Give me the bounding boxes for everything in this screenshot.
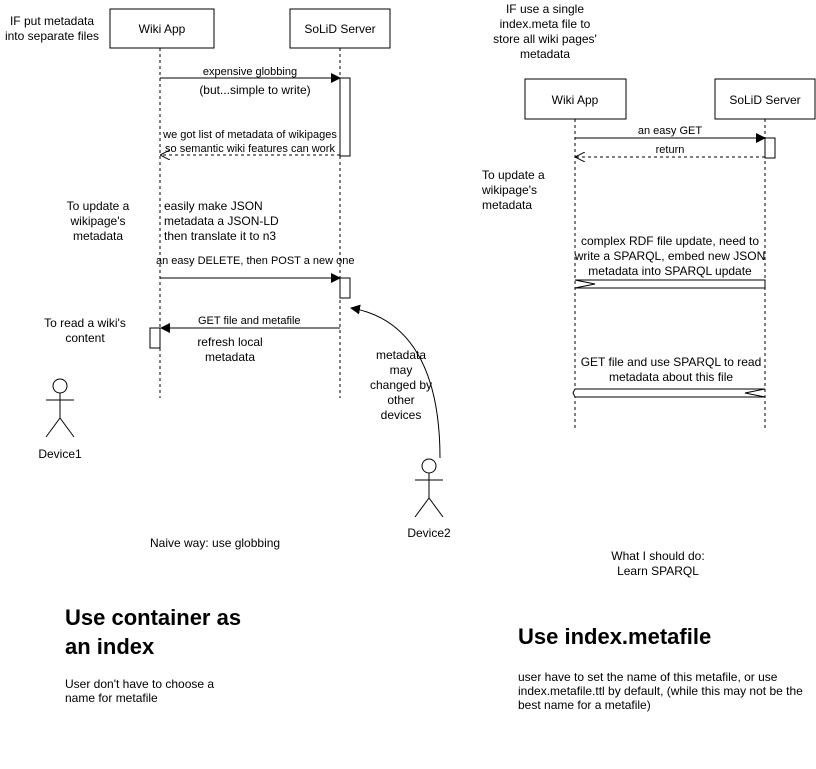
left-caption: Naive way: use globbing	[150, 536, 281, 550]
left-participant-solid-server: SoLiD Server	[289, 8, 391, 49]
right-heading: Use index.metafile	[518, 624, 712, 649]
right-msg-get-sparql: GET file and use SPARQL to read metadata…	[580, 355, 762, 384]
right-description: user have to set the name of this metafi…	[518, 670, 803, 712]
left-participant-wiki-app: Wiki App	[109, 8, 215, 49]
right-arrow-get-sparql	[572, 388, 766, 398]
right-label-update: To update a wikipage's metadata	[482, 168, 545, 212]
left-activation-wiki-app	[149, 327, 161, 349]
left-participant-wiki-app-label: Wiki App	[139, 22, 186, 36]
left-msg-got-list: we got list of metadata of wikipages so …	[163, 129, 337, 155]
right-participant-solid-server: SoLiD Server	[714, 78, 816, 120]
left-msg-globbing: expensive globbing	[202, 66, 298, 78]
actor-device2-label: Device2	[407, 526, 451, 540]
right-premise: IF use a single index.meta file to store…	[493, 2, 597, 61]
left-heading: Use container as an index	[65, 605, 242, 659]
left-description: User don't have to choose a name for met…	[65, 677, 215, 705]
left-label-read: To read a wiki's content	[44, 316, 126, 345]
right-msg-return: return	[655, 144, 685, 156]
left-msg-changed: metadata may changed by other devices	[369, 348, 433, 422]
right-caption: What I should do: Learn SPARQL	[611, 549, 705, 578]
right-participant-wiki-app: Wiki App	[524, 78, 627, 120]
left-premise: IF put metadata into separate files	[4, 14, 100, 43]
left-activation-server-1	[339, 77, 351, 157]
left-msg-refresh: refresh local metadata	[197, 335, 263, 364]
actor-device1-icon	[45, 378, 75, 438]
actor-device2-icon	[414, 458, 444, 518]
left-arrow-device2-change	[350, 304, 441, 459]
left-msg-delete-post: an easy DELETE, then POST a new one	[156, 255, 355, 267]
left-label-update: To update a wikipage's metadata	[66, 199, 130, 243]
left-msg-globbing-note: (but...simple to write)	[199, 83, 311, 97]
left-msg-update-note: easily make JSON metadata a JSON-LD then…	[164, 199, 279, 243]
left-activation-server-2	[339, 277, 351, 299]
left-participant-solid-server-label: SoLiD Server	[304, 22, 375, 36]
actor-device1-label: Device1	[38, 447, 82, 461]
right-participant-wiki-app-label: Wiki App	[552, 93, 599, 107]
left-msg-get-file: GET file and metafile	[198, 315, 301, 327]
right-activation-server	[764, 137, 776, 159]
right-msg-get: an easy GET	[637, 125, 703, 137]
right-arrow-rdf-update	[574, 279, 766, 289]
right-participant-solid-server-label: SoLiD Server	[729, 93, 800, 107]
right-msg-rdf-update: complex RDF file update, need to write a…	[574, 234, 766, 278]
